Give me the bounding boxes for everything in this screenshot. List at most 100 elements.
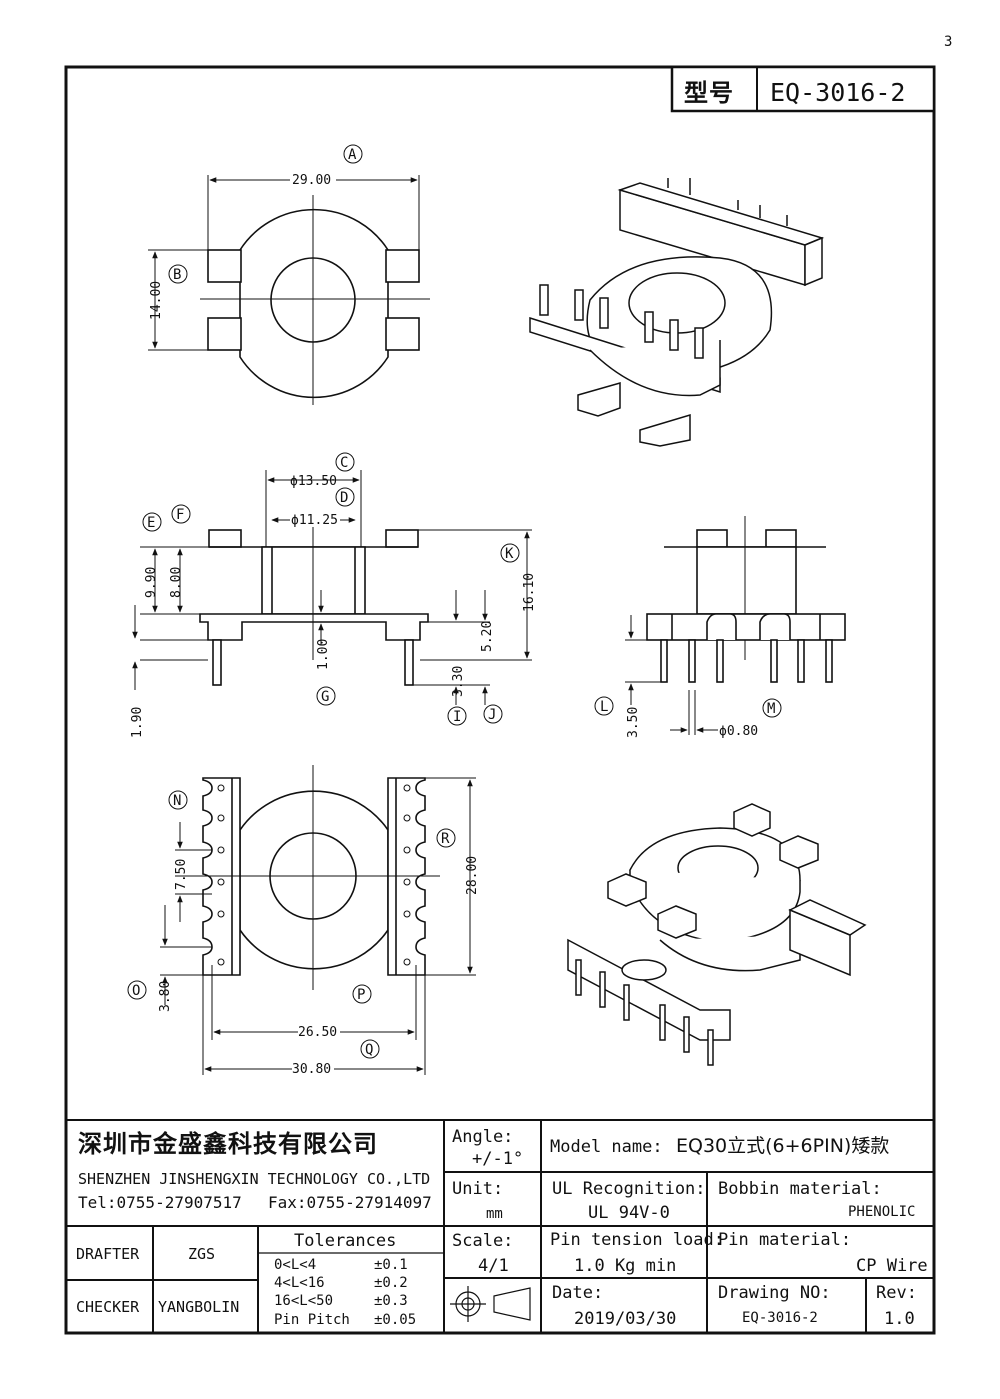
dim-h4: 5.20 (480, 621, 495, 652)
dim-h6: 1.00 (316, 639, 331, 670)
dim-height: 14.00 (149, 281, 164, 320)
page-marker: 3 (944, 34, 952, 50)
label-D: D (335, 487, 355, 507)
model-label: 型号 (684, 79, 734, 107)
label-A: A (343, 144, 363, 164)
isometric-top-view (529, 178, 825, 447)
dim-h1: 9.90 (144, 567, 159, 598)
svg-text:O: O (132, 983, 140, 999)
date-label: Date: (552, 1283, 603, 1303)
svg-text:D: D (340, 490, 348, 506)
company-en: SHENZHEN JINSHENGXIN TECHNOLOGY CO.,LTD (78, 1170, 430, 1188)
pin-material-label: Pin material: (718, 1230, 851, 1250)
dim-offset: 3.80 (158, 981, 173, 1012)
svg-text:E: E (147, 515, 155, 531)
dim-h5: 3.30 (451, 666, 466, 697)
ul-label: UL Recognition: (552, 1179, 706, 1199)
svg-text:N: N (173, 793, 181, 809)
pin-tension-label: Pin tension load: (550, 1230, 724, 1250)
date-value: 2019/03/30 (574, 1309, 676, 1329)
svg-text:G: G (321, 689, 329, 705)
unit-label: Unit: (452, 1179, 503, 1199)
drafter-label: DRAFTER (76, 1245, 140, 1263)
tolerance-value: ±0.3 (374, 1293, 408, 1309)
scale-value: 4/1 (478, 1256, 509, 1276)
svg-text:B: B (173, 267, 181, 283)
tolerance-value: ±0.2 (374, 1275, 408, 1291)
model-name-value: EQ30立式(6+6PIN)矮款 (676, 1135, 889, 1157)
label-R: R (436, 828, 456, 848)
drawing-no-label: Drawing NO: (718, 1283, 831, 1303)
bottom-pin-holes (217, 784, 411, 966)
svg-text:K: K (505, 546, 514, 562)
model-name-label: Model name: (550, 1137, 663, 1157)
bottom-view (160, 765, 476, 1075)
label-I: I (447, 706, 467, 726)
dim-inner-dia: ϕ11.25 (291, 513, 338, 528)
dim-h3: 16.10 (522, 573, 537, 612)
label-J: J (483, 704, 503, 724)
dim-inner-w: 26.50 (298, 1025, 337, 1040)
dim-outer-dia: ϕ13.50 (290, 474, 337, 489)
dim-width: 29.00 (292, 173, 331, 188)
dim-outer-w: 30.80 (292, 1062, 331, 1077)
label-N: N (168, 790, 188, 810)
svg-text:I: I (453, 709, 461, 725)
isometric-bottom-view (567, 803, 867, 1066)
scale-label: Scale: (452, 1231, 513, 1251)
tolerance-range: Pin Pitch (274, 1312, 350, 1328)
dim-pin-dia: ϕ0.80 (719, 724, 758, 739)
drawing-border (64, 65, 936, 1335)
rev-label: Rev: (876, 1283, 917, 1303)
svg-text:Q: Q (365, 1042, 373, 1058)
tolerance-value: ±0.1 (374, 1257, 408, 1273)
label-B: B (168, 264, 188, 284)
svg-text:L: L (600, 699, 608, 715)
svg-text:M: M (767, 701, 775, 717)
svg-text:A: A (348, 147, 357, 163)
tolerance-table: 0<L<4 ±0.1 4<L<16 ±0.2 16<L<50 ±0.3 Pin … (274, 1257, 416, 1328)
label-Q: Q (360, 1039, 380, 1059)
angle-label: Angle: (452, 1127, 513, 1147)
tolerance-range: 4<L<16 (274, 1275, 325, 1291)
drafter-value: ZGS (188, 1245, 215, 1263)
bobbin-label: Bobbin material: (718, 1179, 882, 1199)
projection-symbol (450, 1286, 531, 1322)
unit-value: mm (486, 1206, 503, 1222)
model-header-box: 型号 EQ-3016-2 (670, 65, 936, 113)
tolerance-range: 0<L<4 (274, 1257, 316, 1273)
tolerance-value: ±0.05 (374, 1312, 416, 1328)
dim-h7: 1.90 (130, 707, 145, 738)
svg-text:J: J (488, 707, 496, 723)
dim-28: 28.00 (465, 856, 480, 895)
label-F: F (171, 504, 191, 524)
front-view (132, 470, 532, 705)
rev-value: 1.0 (884, 1309, 915, 1329)
pin-tension-value: 1.0 Kg min (574, 1256, 676, 1276)
tolerances-title: Tolerances (294, 1231, 396, 1251)
label-P: P (352, 984, 372, 1004)
svg-text:R: R (441, 831, 450, 847)
checker-label: CHECKER (76, 1298, 140, 1316)
label-M: M (762, 698, 782, 718)
label-L: L (594, 696, 614, 716)
company-tel: Tel:0755-27907517 (78, 1193, 242, 1212)
label-K: K (500, 543, 520, 563)
svg-text:P: P (357, 987, 365, 1003)
company-fax: Fax:0755-27914097 (268, 1193, 432, 1212)
company-cn: 深圳市金盛鑫科技有限公司 (78, 1130, 378, 1158)
label-G: G (316, 686, 336, 706)
ul-value: UL 94V-0 (588, 1203, 670, 1223)
dim-pin-len: 3.50 (626, 707, 641, 738)
model-value: EQ-3016-2 (770, 78, 905, 107)
label-O: O (127, 980, 147, 1000)
angle-value: +/-1° (472, 1149, 523, 1169)
title-block-lines (66, 1119, 934, 1333)
label-E: E (142, 512, 162, 532)
svg-text:F: F (176, 507, 184, 523)
side-view (625, 516, 846, 735)
bobbin-value: PHENOLIC (848, 1204, 915, 1220)
drawing-no-value: EQ-3016-2 (742, 1310, 818, 1326)
tolerance-range: 16<L<50 (274, 1293, 333, 1309)
